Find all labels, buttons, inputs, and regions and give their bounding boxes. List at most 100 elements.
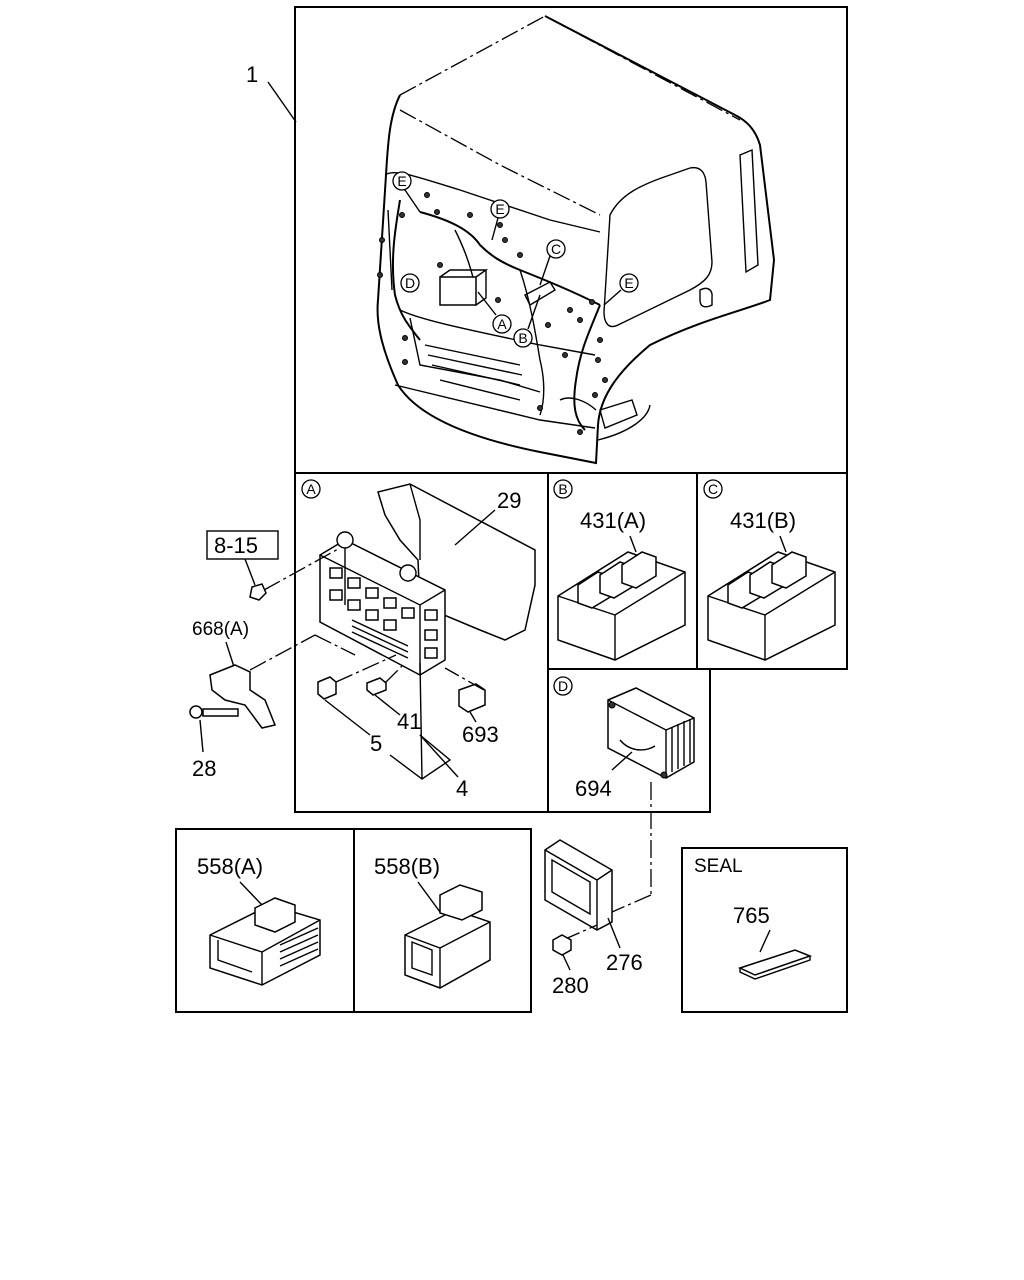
connector-558a-ribs: [279, 927, 319, 967]
marker-e-left-label: E: [397, 173, 406, 189]
relay-431a-edges: [557, 571, 686, 660]
connector-558b-latch: [439, 884, 483, 921]
seal-765: SEAL 765: [694, 856, 813, 980]
ecu-label-area: [551, 858, 591, 916]
cover-edge: [409, 483, 421, 560]
harness-junction-box: [439, 276, 477, 306]
grille-top: [409, 317, 541, 393]
ecu-cover-screw-2: [660, 771, 668, 779]
view-marker-b: B: [513, 294, 541, 348]
callout-431b: 431(B): [730, 508, 796, 533]
callout-1: 1: [246, 62, 258, 87]
fuse-5-part: [317, 676, 337, 700]
callout-4: 4: [456, 776, 468, 801]
ecu-body: [544, 839, 613, 931]
marker-d-label: D: [405, 275, 415, 291]
callout-276: 276: [606, 950, 643, 975]
mount-tab-right: [399, 564, 417, 582]
harness-right-branch: [573, 304, 601, 431]
door-window: [603, 166, 713, 328]
grille-slats: [424, 344, 523, 401]
connector-558a-latch: [254, 897, 296, 933]
detail-a-marker-label: A: [306, 481, 316, 497]
ecu-edges: [544, 849, 613, 930]
callout-765: 765: [733, 903, 770, 928]
detail-a-fuse-box: A 29 8-15: [189, 479, 536, 801]
callout-28: 28: [192, 756, 216, 781]
callout-693-leader: [469, 711, 477, 723]
callout-694-leader: [611, 751, 633, 771]
detail-b-marker-label: B: [558, 481, 567, 497]
fuse-41-dashed: [384, 664, 404, 684]
callout-29: 29: [497, 488, 521, 513]
marker-e-right-label: E: [624, 275, 633, 291]
callout-4-leader: [419, 734, 459, 778]
callout-280-leader: [562, 954, 571, 971]
seal-pad: [737, 949, 813, 976]
marker-c-label: C: [551, 241, 561, 257]
marker-b-label: B: [518, 330, 527, 346]
fuse-5-dashed: [335, 654, 397, 683]
seal-panel: [681, 847, 848, 1013]
ecu-cover-notch: [619, 739, 656, 751]
nut-280-icon: [552, 934, 572, 956]
roof-dashed-edge: [399, 15, 741, 121]
ecu-unit: 280 276: [544, 782, 652, 998]
relay-431b-edges: [707, 571, 836, 660]
bolt-shank: [202, 708, 239, 717]
callout-41: 41: [397, 709, 421, 734]
mini-fuse-row: [351, 619, 409, 659]
ref-8-15-box: [206, 530, 279, 560]
connector-558b-edges: [404, 921, 491, 988]
callout-1-leader: [267, 81, 297, 123]
view-marker-e-right: E: [603, 273, 639, 306]
ecu-cover-body: [607, 687, 695, 779]
harness-connector-block: [524, 281, 556, 306]
connector-558a: 558(A): [197, 854, 321, 986]
bumper-line: [394, 384, 596, 429]
detail-c-marker-label: C: [708, 481, 718, 497]
view-marker-c: C: [539, 239, 566, 286]
connector-558a-edges: [209, 919, 321, 985]
junction-box-top: [439, 269, 489, 306]
seal-pad-edge: [739, 956, 811, 980]
marker-e-center-label: E: [495, 201, 504, 217]
callout-28-leader: [199, 719, 204, 753]
connector-558b-opening: [411, 940, 433, 976]
callout-4-bracket: [389, 662, 452, 780]
detail-d-panel: [547, 668, 711, 813]
relay-693-part: [458, 683, 486, 713]
bracket-668: [209, 664, 277, 729]
nut-dashed-line-2: [562, 924, 598, 941]
relay-431b-block-3: [771, 551, 807, 589]
callout-5-leader: [324, 699, 371, 736]
door-handle: [699, 287, 713, 308]
callout-5: 5: [370, 731, 382, 756]
detail-c-panel: [696, 472, 848, 670]
callout-558a-leader: [239, 881, 263, 906]
callout-29-leader: [454, 509, 496, 546]
harness-left-branch: [391, 199, 421, 341]
bracket-dashed-line: [249, 634, 316, 671]
connector-558b-panel: [353, 828, 532, 1013]
callout-765-leader: [759, 929, 771, 953]
bracket-dashed-line-2: [314, 634, 356, 656]
nut-icon: [249, 583, 267, 601]
view-marker-a: A: [477, 291, 512, 334]
detail-d-ecu-cover: D 694: [553, 676, 695, 801]
truck-cab-illustration: 1 E E C E D A: [246, 15, 776, 465]
marker-a-label: A: [497, 316, 507, 332]
detail-d-marker: D: [553, 676, 573, 696]
mount-tab-left: [336, 531, 354, 549]
callout-693: 693: [462, 722, 499, 747]
a-pillar: [387, 209, 393, 291]
connector-558a-opening: [217, 940, 253, 973]
callout-668a: 668(A): [192, 619, 249, 640]
relay-693-dashed: [444, 667, 485, 691]
callout-280: 280: [552, 973, 589, 998]
view-marker-d: D: [400, 273, 420, 293]
callout-558b-leader: [417, 881, 441, 913]
harness-loop: [559, 397, 597, 411]
callout-694: 694: [575, 776, 612, 801]
